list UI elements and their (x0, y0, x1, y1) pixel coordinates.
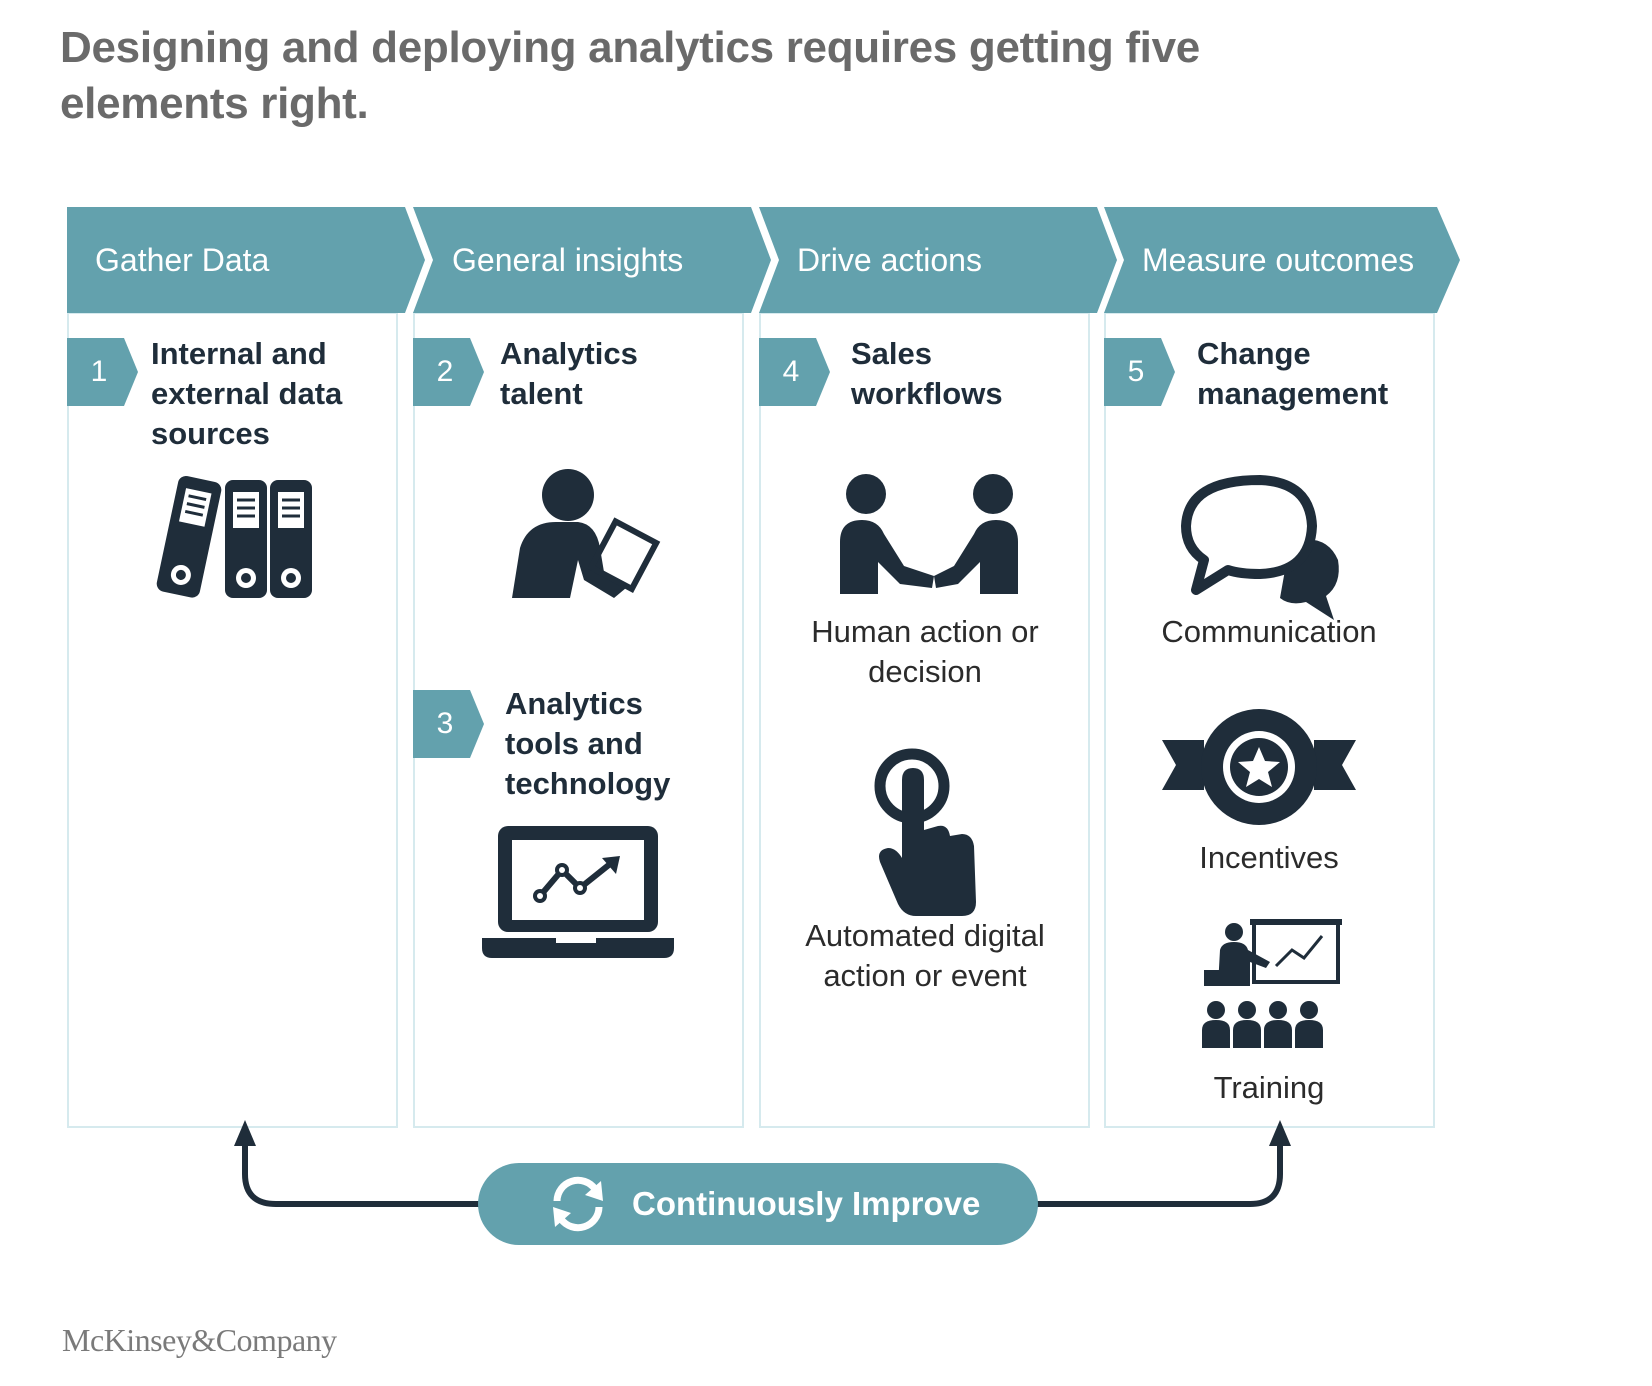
loop-arrowhead-right (1269, 1120, 1291, 1146)
element-title-data-sources: Internal and external data sources (151, 336, 343, 451)
badge-number-4: 4 (782, 355, 800, 388)
caption-human-action: Human action or decision (811, 614, 1039, 689)
refresh-icon (553, 1176, 603, 1232)
column-drive-actions (759, 312, 1090, 1128)
laptop-chart-icon (482, 826, 674, 958)
badge-number-1: 1 (90, 355, 108, 388)
element-title-sales-workflows: Sales workflows (851, 336, 1003, 411)
badge-3-shape (413, 690, 484, 758)
badge-4-shape (759, 338, 830, 406)
speech-bubbles-icon (1181, 475, 1339, 620)
column-gather-data (67, 312, 398, 1128)
caption-communication: Communication (1161, 614, 1377, 649)
phase-chevron-general-insights (413, 207, 771, 313)
element-title-analytics-talent: Analytics talent (500, 336, 638, 411)
loop-arrowhead-left (234, 1120, 256, 1146)
continuously-improve-label: Continuously Improve (632, 1185, 981, 1222)
phase-label-general-insights: General insights (452, 242, 684, 278)
caption-training: Training (1213, 1070, 1325, 1105)
badge-number-5: 5 (1127, 355, 1145, 388)
page-title: Designing and deploying analytics requir… (60, 23, 1200, 128)
badge-2-shape (413, 338, 484, 406)
badge-number-2: 2 (436, 355, 454, 388)
handshake-icon (840, 474, 1018, 594)
brand-logo-text: McKinsey&Company (62, 1322, 337, 1358)
phase-chevron-gather-data (67, 207, 425, 313)
loop-arrow-right (1036, 1138, 1283, 1207)
badge-number-3: 3 (436, 707, 454, 740)
caption-incentives: Incentives (1199, 840, 1339, 875)
phase-label-drive-actions: Drive actions (797, 242, 982, 278)
caption-automated-action: Automated digital action or event (805, 918, 1045, 993)
element-title-analytics-tools: Analytics tools and technology (505, 686, 671, 801)
binders-icon (156, 475, 312, 598)
award-badge-icon (1162, 709, 1356, 825)
analyst-icon (512, 469, 661, 598)
phase-chevron-drive-actions (759, 207, 1117, 313)
loop-arrow-left (242, 1138, 480, 1207)
element-title-change-management: Change management (1197, 336, 1389, 411)
phase-label-measure-outcomes: Measure outcomes (1142, 242, 1415, 278)
phase-chevron-measure-outcomes (1104, 207, 1460, 313)
continuously-improve-pill (478, 1163, 1038, 1245)
pointing-hand-icon (874, 748, 976, 916)
badge-1-shape (67, 338, 138, 406)
training-icon (1202, 919, 1342, 1048)
badge-5-shape (1104, 338, 1175, 406)
phase-label-gather-data: Gather Data (95, 242, 270, 278)
